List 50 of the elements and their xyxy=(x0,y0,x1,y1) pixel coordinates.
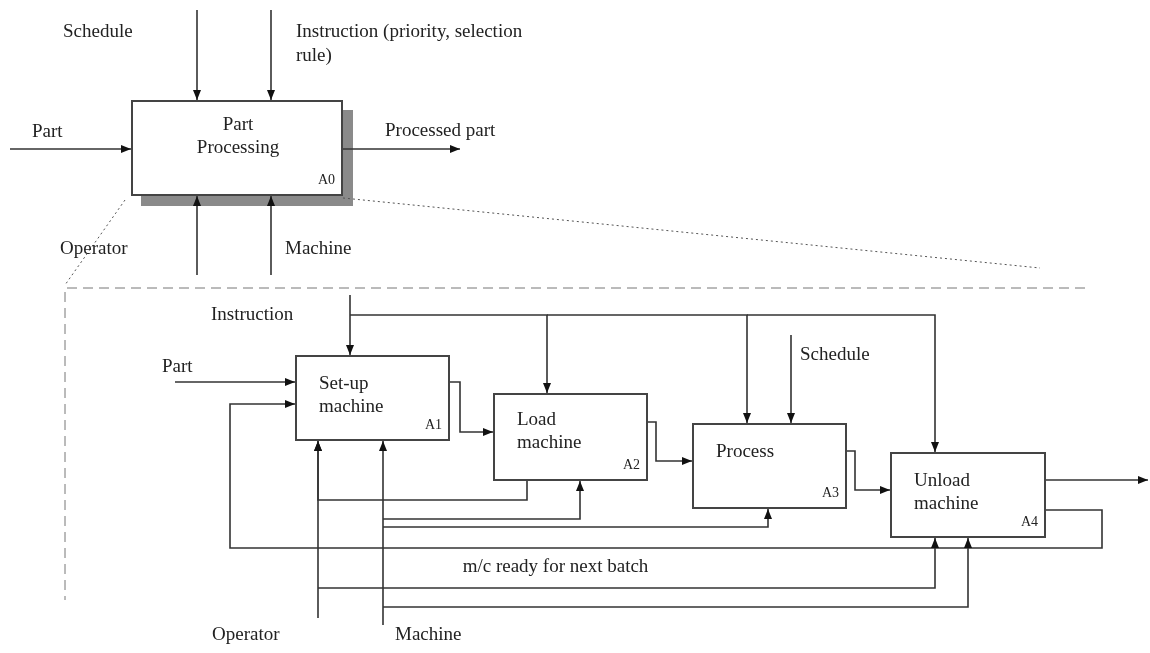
arrow xyxy=(787,334,795,424)
arrow xyxy=(314,440,322,619)
flow-label: Instruction (priority, selection rule) xyxy=(296,19,524,67)
flow-label: Machine xyxy=(395,622,462,646)
arrow xyxy=(174,378,296,386)
flow-label: Schedule xyxy=(63,19,133,43)
arrow xyxy=(267,9,275,101)
process-name: Process xyxy=(716,439,776,462)
arrow xyxy=(193,195,201,276)
process-box xyxy=(692,423,847,509)
process-box xyxy=(890,452,1046,538)
arrow xyxy=(229,400,1103,549)
flow-label: Processed part xyxy=(385,118,496,142)
activity-code: A1 xyxy=(424,417,442,433)
arrow xyxy=(346,294,354,356)
arrow xyxy=(379,440,387,626)
flow-label: Operator xyxy=(212,622,280,646)
arrow xyxy=(746,314,939,453)
arrow xyxy=(382,508,772,528)
flow-label: Part xyxy=(32,119,63,143)
arrow xyxy=(546,314,751,424)
flow-label: Part xyxy=(162,354,193,378)
activity-code: A3 xyxy=(821,485,839,501)
edge-label: m/c ready for next batch xyxy=(460,555,651,577)
arrow xyxy=(1045,476,1149,484)
process-box xyxy=(493,393,648,481)
arrow xyxy=(449,381,494,436)
flow-label: Machine xyxy=(285,236,352,260)
flow-label: Operator xyxy=(60,236,128,260)
process-name: Set-up machine xyxy=(319,371,385,417)
arrow xyxy=(342,145,461,153)
activity-code: A2 xyxy=(622,457,640,473)
process-name: Load machine xyxy=(517,407,583,453)
arrow xyxy=(349,314,551,394)
flow-label: Instruction xyxy=(211,302,294,326)
process-box xyxy=(131,100,343,196)
arrow xyxy=(193,9,201,101)
process-name: Part Processing xyxy=(195,112,281,158)
flow-label: Schedule xyxy=(800,342,870,366)
process-box xyxy=(295,355,450,441)
arrow xyxy=(647,421,693,465)
activity-code: A0 xyxy=(317,172,335,188)
arrow xyxy=(267,195,275,276)
arrow xyxy=(382,537,972,608)
process-name: Unload machine xyxy=(914,468,980,514)
arrow xyxy=(9,145,132,153)
arrow xyxy=(382,480,584,520)
activity-code: A4 xyxy=(1020,514,1038,530)
arrow xyxy=(317,537,939,589)
arrow xyxy=(846,450,891,494)
